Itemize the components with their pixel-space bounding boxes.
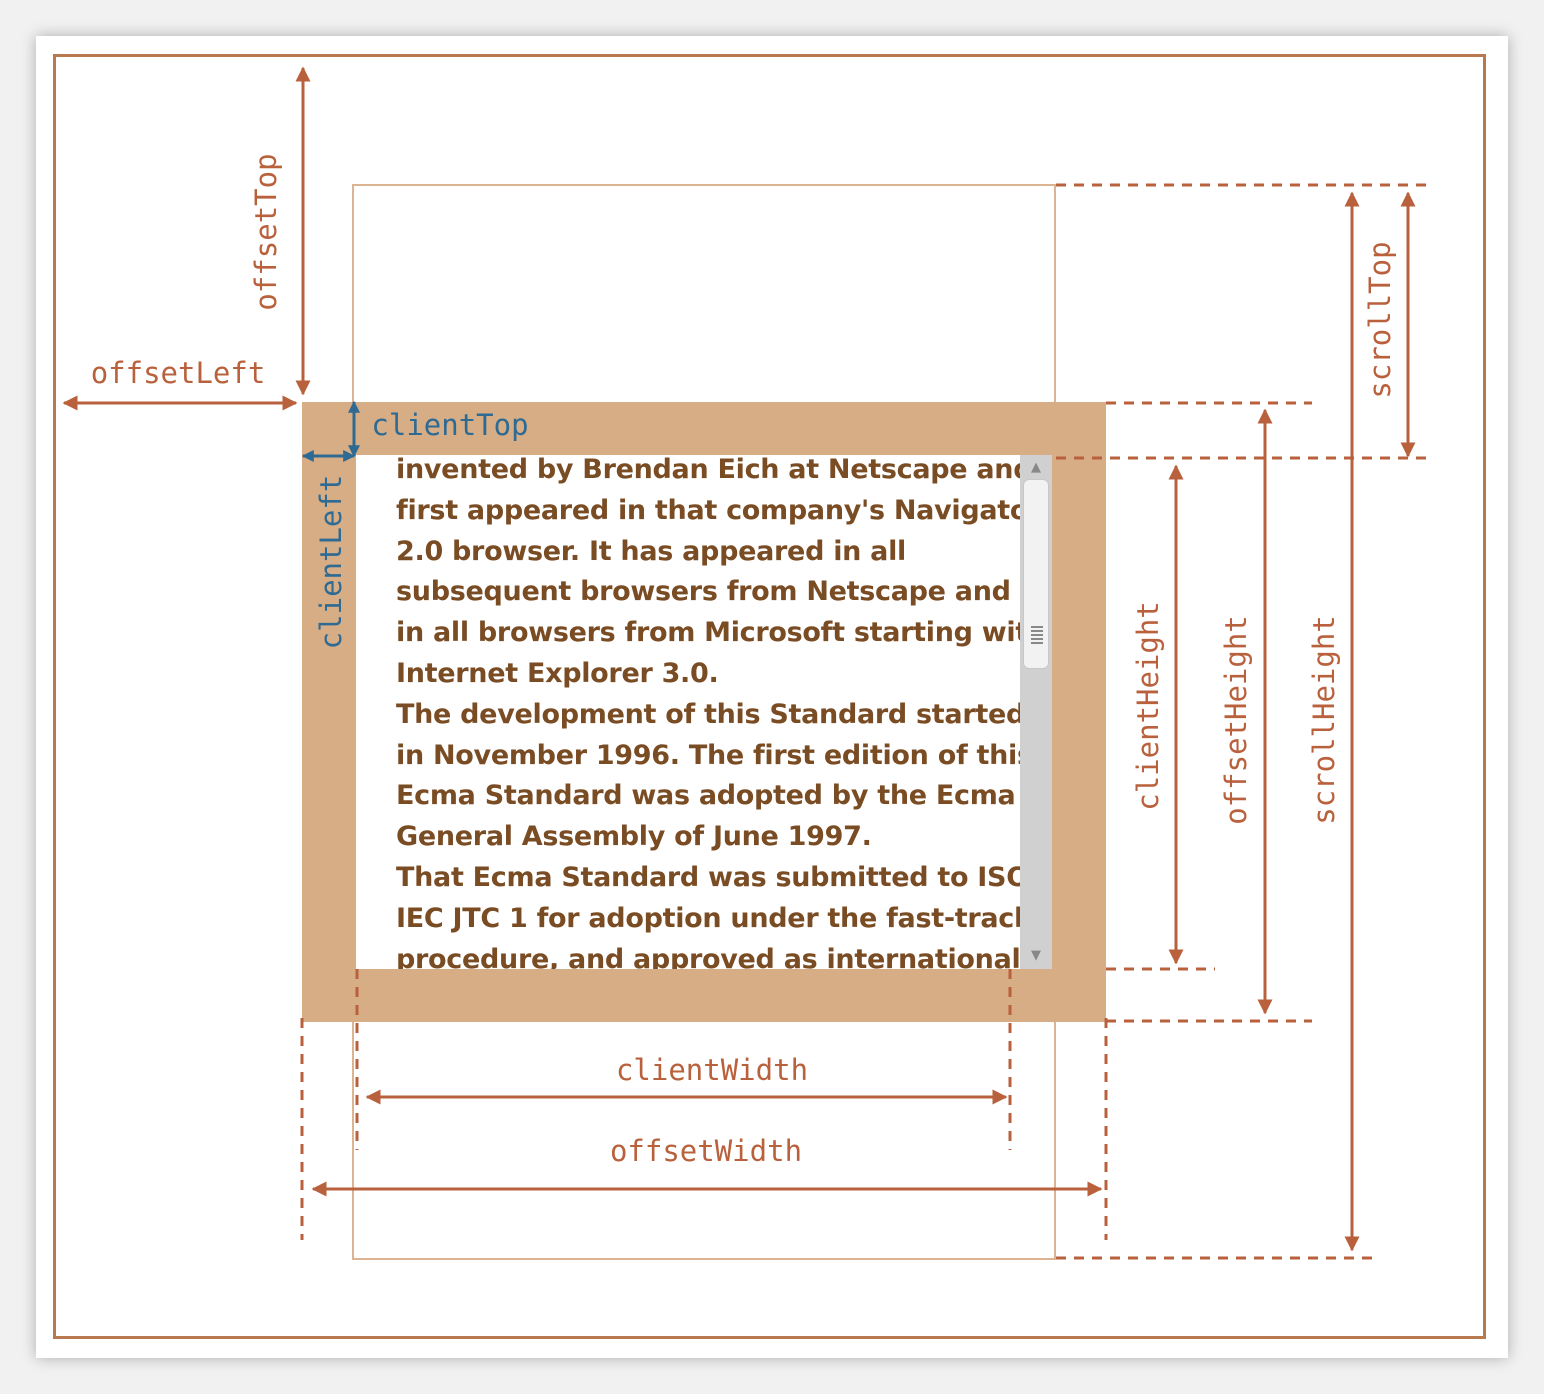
text-line: in November 1996. The first edition of t… — [396, 739, 1020, 771]
client-area: invented by Brendan Eich at Netscape and… — [356, 455, 1052, 969]
text-viewport: invented by Brendan Eich at Netscape and… — [356, 455, 1020, 969]
text-line: The development of this Standard started — [396, 698, 1020, 730]
client-top-label: clientTop — [371, 408, 528, 442]
scrollbar-thumb[interactable] — [1023, 479, 1049, 669]
text-line: first appeared in that company's Navigat… — [396, 494, 1020, 526]
text-line: in all browsers from Microsoft starting … — [396, 617, 1020, 649]
text-line: procedure, and approved as international — [396, 943, 1020, 969]
client-height-label: clientHeight — [1131, 601, 1165, 811]
text-line: IEC JTC 1 for adoption under the fast-tr… — [396, 902, 1020, 934]
text-line: Ecma Standard was adopted by the Ecma — [396, 780, 1016, 812]
text-line: Internet Explorer 3.0. — [396, 657, 719, 689]
guide-lines — [300, 183, 1432, 1260]
offset-top-label: offsetTop — [249, 153, 283, 310]
text-line: General Assembly of June 1997. — [396, 821, 872, 853]
text-line: invented by Brendan Eich at Netscape and — [396, 455, 1020, 485]
scroll-height-label: scrollHeight — [1307, 615, 1341, 825]
offset-parent-frame — [53, 54, 1486, 1339]
scroll-top-label: scrollTop — [1363, 241, 1397, 398]
scroll-down-arrow-icon[interactable]: ▼ — [1031, 948, 1041, 963]
content-text: invented by Brendan Eich at Netscape and… — [396, 455, 1020, 969]
text-line: That Ecma Standard was submitted to ISO/ — [396, 861, 1020, 893]
scroll-up-arrow-icon[interactable]: ▲ — [1031, 460, 1041, 475]
vertical-scrollbar[interactable]: ▲ ▼ — [1020, 455, 1052, 969]
text-line: 2.0 browser. It has appeared in all — [396, 535, 907, 567]
offset-width-label: offsetWidth — [610, 1134, 802, 1168]
offset-left-label: offsetLeft — [91, 356, 266, 390]
text-line: subsequent browsers from Netscape and — [396, 576, 1011, 608]
client-width-label: clientWidth — [616, 1053, 808, 1087]
grip-icon — [1031, 626, 1043, 646]
offset-height-label: offsetHeight — [1219, 615, 1253, 825]
client-left-label: clientLeft — [314, 475, 348, 650]
